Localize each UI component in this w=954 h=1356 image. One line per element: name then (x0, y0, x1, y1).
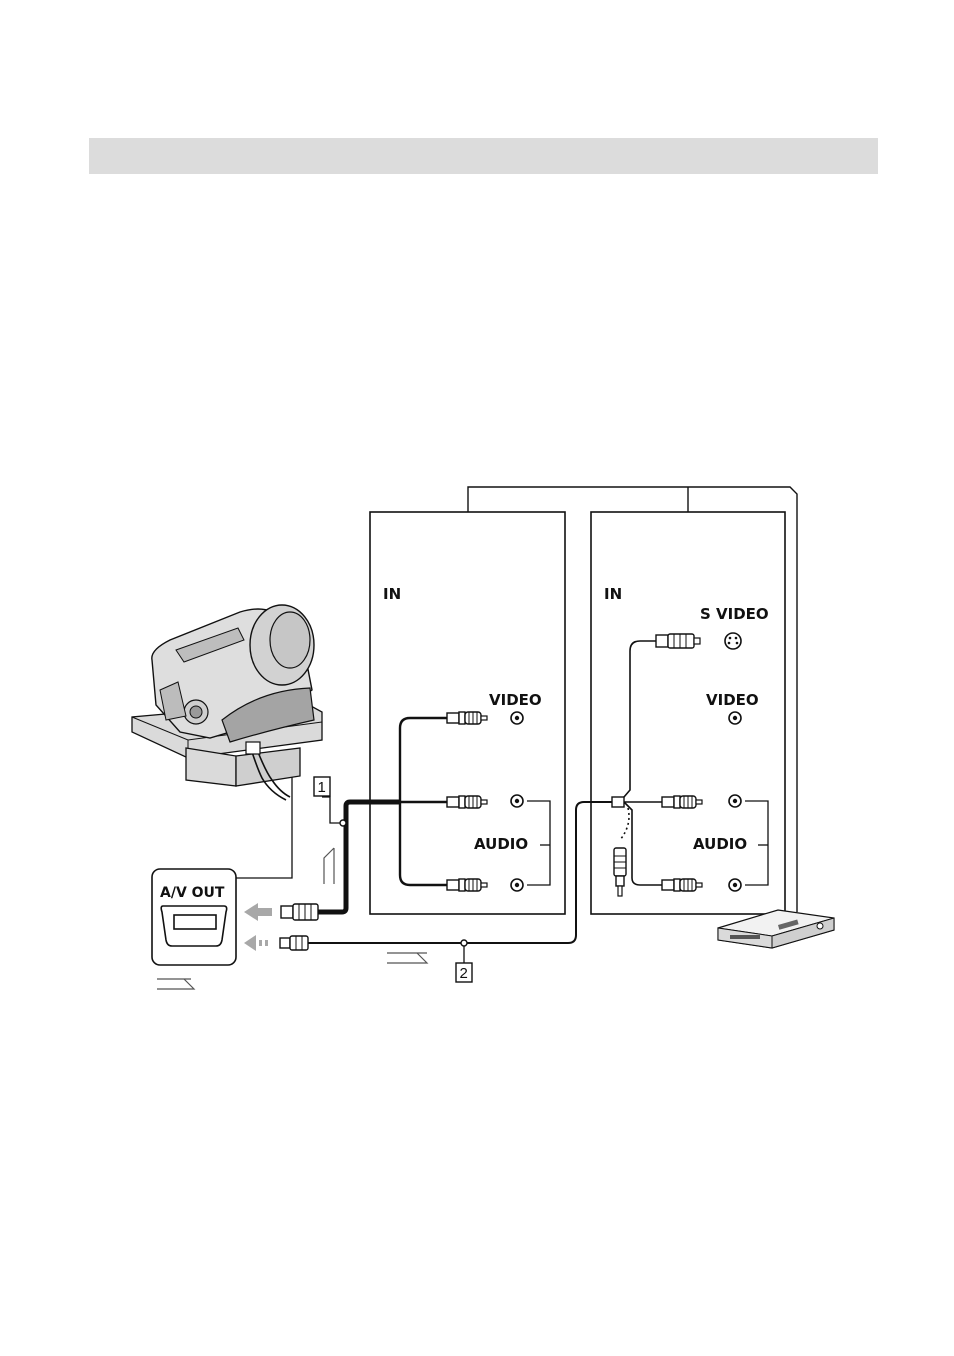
right-audio-jack-r[interactable] (729, 879, 741, 891)
right-panel-in-label: IN (604, 585, 622, 603)
rca-plug-icon (447, 879, 487, 891)
av-out-label: A/V OUT (160, 885, 225, 901)
left-audio-jack-l[interactable] (511, 795, 523, 807)
signal-flow-arrow-icon (387, 953, 427, 963)
right-panel-video-label: VIDEO (706, 691, 759, 709)
plug-in-arrow-icon (244, 903, 272, 921)
rca-plug-icon (447, 796, 487, 808)
vcr-icon (718, 910, 834, 948)
rca-plug-icon (447, 712, 487, 724)
signal-flow-arrow-icon (324, 848, 334, 884)
s-video-plug-icon (656, 634, 700, 648)
av-out-jack-icon[interactable]: A/V OUT (152, 869, 236, 965)
right-panel-audio-label: AUDIO (693, 835, 747, 853)
right-panel-svideo-label: S VIDEO (700, 605, 769, 623)
camcorder-icon (132, 605, 322, 800)
left-audio-jack-r[interactable] (511, 879, 523, 891)
left-video-jack[interactable] (511, 712, 523, 724)
rca-plug-icon (662, 796, 702, 808)
callout-2-label: 2 (460, 965, 468, 982)
right-video-jack[interactable] (729, 712, 741, 724)
right-svideo-jack[interactable] (725, 633, 741, 649)
right-audio-jack-l[interactable] (729, 795, 741, 807)
plug-in-dashed-arrow-icon (244, 935, 268, 951)
rca-plug-icon (662, 879, 702, 891)
left-panel-audio-label: AUDIO (474, 835, 528, 853)
signal-flow-arrow-icon (157, 979, 194, 989)
left-panel-video-label: VIDEO (489, 691, 542, 709)
left-panel-in-label: IN (383, 585, 401, 603)
callout-1-label: 1 (318, 779, 326, 796)
